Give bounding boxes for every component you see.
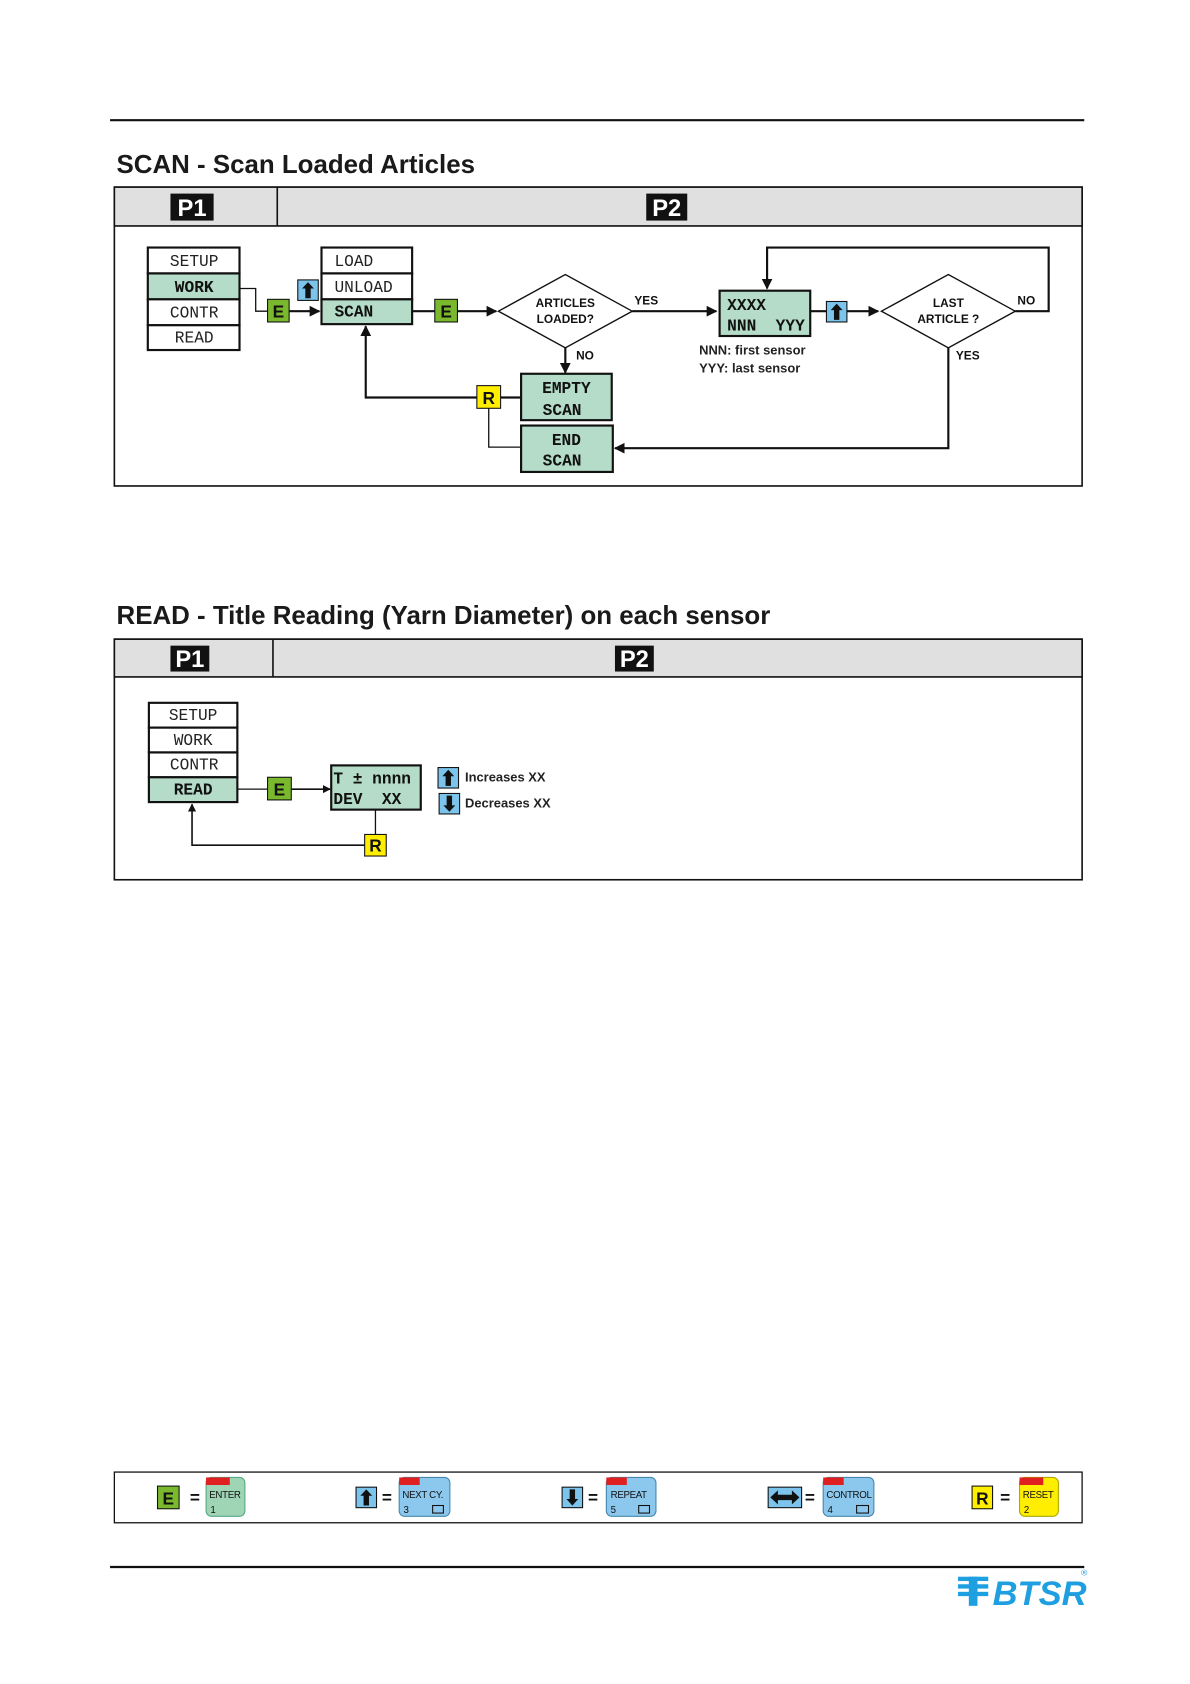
main-menu: SETUP WORK CONTR READ [146,246,241,352]
repeat-label: REPEAT [611,1490,648,1501]
work-submenu: LOAD UNLOAD SCAN [320,246,414,326]
arrow-up-icon [437,767,460,789]
logo-text: BTSR [993,1575,1087,1613]
increases-label: Increases XX [465,770,546,785]
registered-mark: ® [1081,1568,1088,1578]
end-scan-line2: SCAN [543,452,582,470]
yes-label: YES [634,294,658,308]
control-button: CONTROL 4 [822,1476,875,1517]
display-line2: DEV XX [333,791,401,809]
read-diagram: P1 P2 SETUP WORK CONTR READ E T ± nnnn D… [113,638,1083,881]
e-key-icon: E [440,302,452,322]
p1-label: P1 [178,196,207,222]
menu-item-read: READ [175,329,214,347]
arrow-up-icon [825,300,848,323]
btsr-logo: BTSR ® [958,1568,1088,1613]
no-label: NO [1017,294,1035,308]
next-cycle-label: NEXT CY. [402,1490,443,1501]
p2-label: P2 [652,196,681,222]
enter-number: 1 [210,1505,215,1516]
equals: = [805,1487,815,1507]
scan-diagram: P1 P2 SETUP WORK CONTR READ E LOAD UNLOA… [113,186,1083,487]
note-last-sensor: YYY: last sensor [699,361,800,376]
submenu-load: LOAD [334,253,373,271]
end-scan-box [520,424,614,474]
arrow-left-right-icon [767,1486,803,1509]
decision2-line2: ARTICLE ? [917,312,979,326]
enter-label: ENTER [209,1490,241,1501]
submenu-unload: UNLOAD [334,279,392,297]
key-legend: E = ENTER 1 = NEXT CY. 3 = REPEAT 5 [113,1471,1083,1524]
equals: = [190,1487,200,1507]
decision1-line2: LOADED? [537,312,594,326]
control-number: 4 [827,1505,833,1516]
reset-label: RESET [1023,1490,1054,1501]
repeat-number: 5 [611,1505,616,1516]
next-cycle-button: NEXT CY. 3 [398,1476,451,1517]
yes-label: YES [956,349,980,363]
control-label: CONTROL [826,1490,872,1501]
scan-title: SCAN - Scan Loaded Articles [117,151,476,179]
arrow-down-icon [438,792,461,815]
submenu-scan: SCAN [334,304,373,322]
equals: = [588,1487,598,1507]
menu-item-work: WORK [175,279,214,297]
read-title: READ - Title Reading (Yarn Diameter) on … [117,602,771,630]
decision1-line1: ARTICLES [536,296,595,310]
e-key-icon: E [163,1488,175,1508]
equals: = [382,1487,392,1507]
note-first-sensor: NNN: first sensor [699,342,805,357]
repeat-button: REPEAT 5 [605,1476,657,1517]
e-key-icon: E [273,302,285,322]
equals: = [1000,1487,1010,1507]
reset-button: RESET 2 [1018,1476,1059,1517]
menu-item-contr: CONTR [170,305,219,323]
enter-button: ENTER 1 [205,1476,246,1517]
r-key-icon: R [976,1488,989,1508]
empty-scan-box [520,372,613,422]
menu-item-setup: SETUP [170,253,219,271]
read-header [113,638,1083,678]
display-line1: XXXX [727,297,766,315]
menu-item-setup: SETUP [169,707,218,725]
arrow-up-icon [355,1486,378,1509]
no-label: NO [576,349,594,363]
decreases-label: Decreases XX [465,795,551,810]
p1-label: P1 [175,647,204,673]
empty-scan-line1: EMPTY [542,380,591,398]
scan-header [113,186,1083,227]
e-key-icon: E [274,780,286,800]
menu-item-work: WORK [174,732,213,750]
end-scan-line1: END [552,432,581,450]
arrow-up-icon [297,279,319,301]
menu-item-read: READ [174,782,213,800]
display-line1: T ± nnnn [333,771,411,789]
reset-number: 2 [1024,1505,1029,1516]
p2-label: P2 [620,647,649,673]
arrow-down-icon [561,1486,584,1509]
r-key-icon: R [369,836,382,856]
sensor-display [718,289,812,338]
menu-item-contr: CONTR [170,757,219,775]
display-line2: NNN YYY [727,318,805,336]
empty-scan-line2: SCAN [543,402,582,420]
r-key-icon: R [482,388,495,408]
main-menu: SETUP WORK CONTR READ [147,701,239,804]
decision2-line1: LAST [933,296,965,310]
next-cycle-number: 3 [403,1505,408,1516]
